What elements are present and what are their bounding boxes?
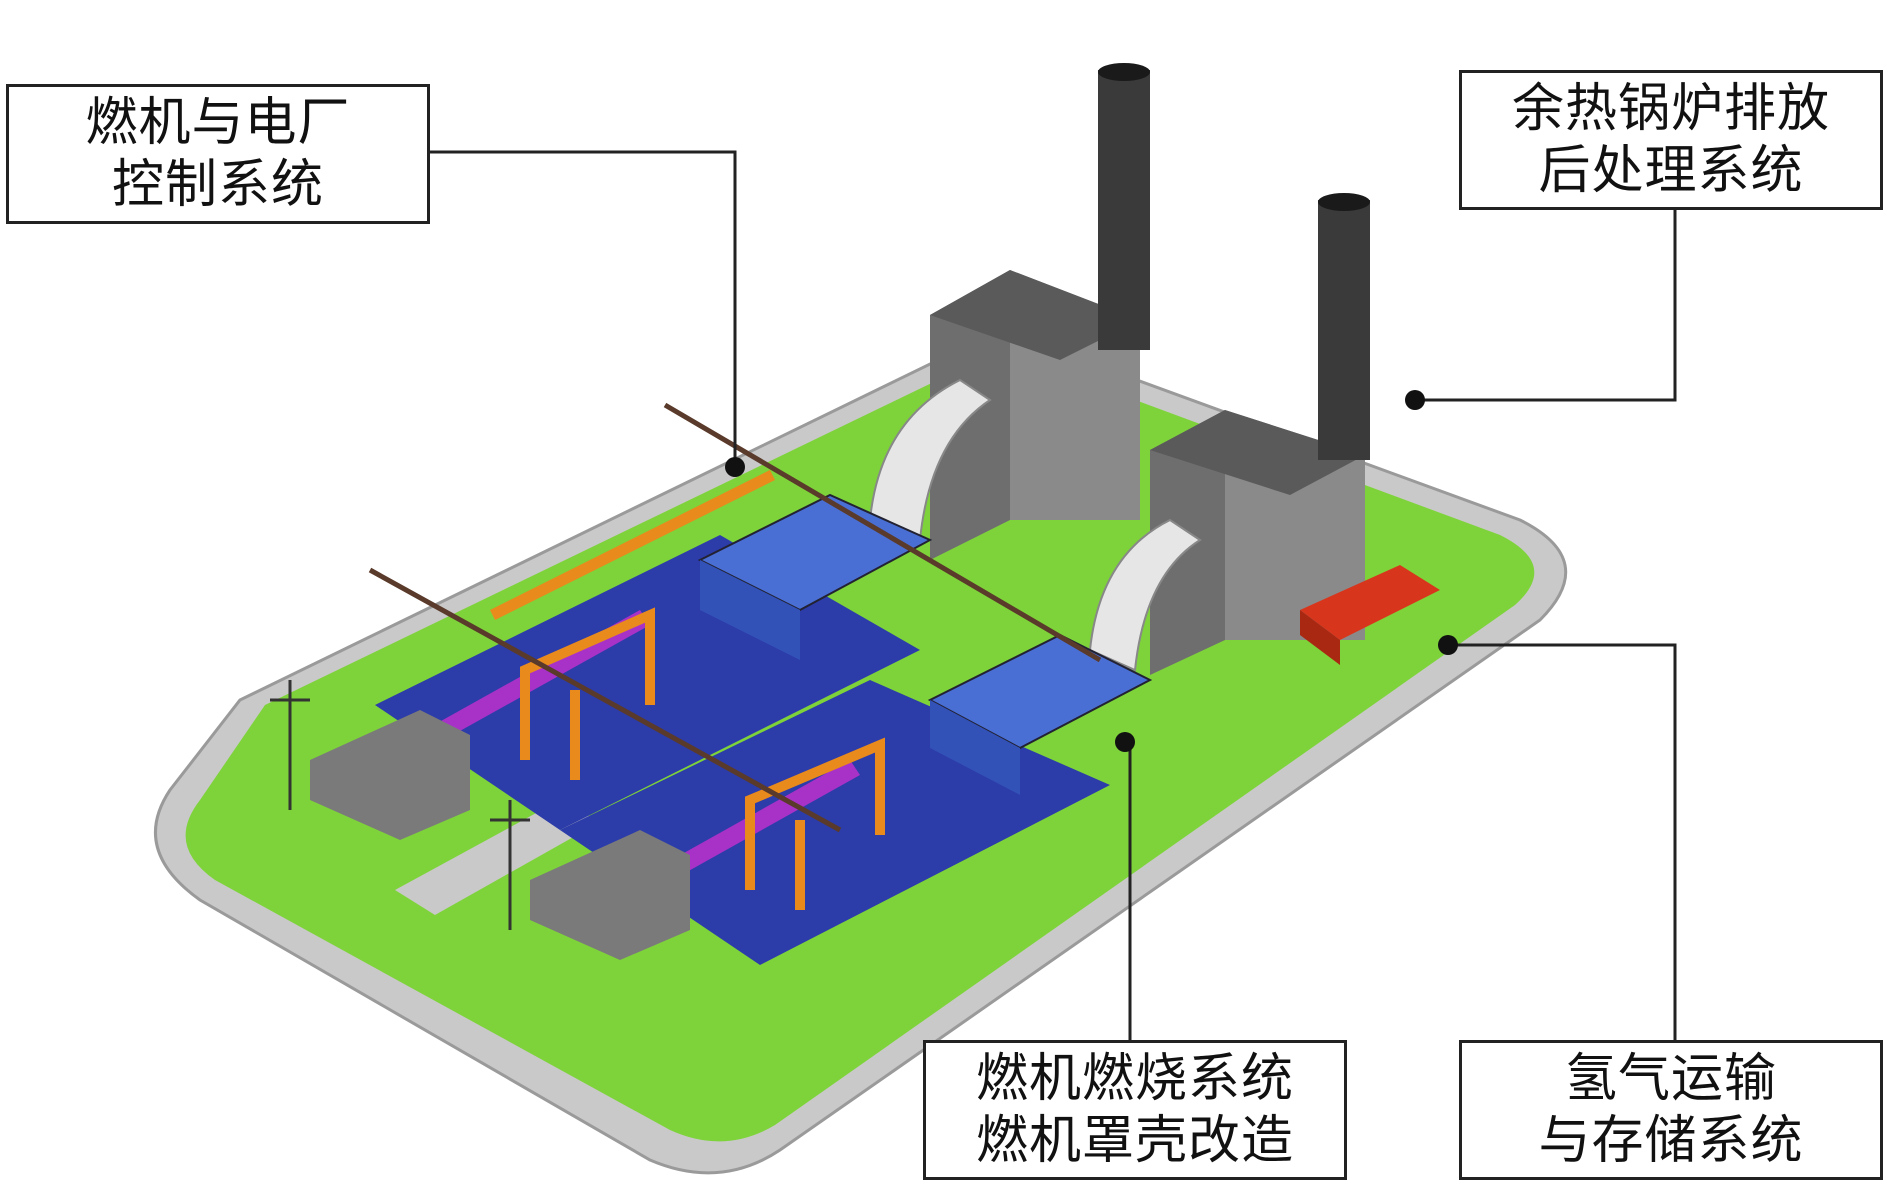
stack-lower-top bbox=[1318, 193, 1370, 211]
cable-upper bbox=[663, 402, 1102, 663]
label-combustion-line2: 燃机罩壳改造 bbox=[975, 1111, 1294, 1171]
hrsg-upper-top bbox=[930, 270, 1140, 360]
label-exhaust-line1: 余热锅炉排放 bbox=[1511, 79, 1830, 139]
hydrogen-rack bbox=[1300, 565, 1440, 640]
stack-upper-top bbox=[1098, 63, 1150, 81]
crane-upper bbox=[520, 607, 655, 780]
transformer-upper bbox=[310, 710, 470, 840]
leader-lines bbox=[430, 150, 1677, 1040]
turbine-upper-body bbox=[700, 560, 800, 660]
cable-lower bbox=[368, 567, 842, 833]
label-combustion-system: 燃机燃烧系统 燃机罩壳改造 bbox=[923, 1040, 1347, 1180]
label-hydrogen-system: 氢气运输 与存储系统 bbox=[1459, 1040, 1883, 1180]
label-hydrogen-line2: 与存储系统 bbox=[1538, 1111, 1804, 1171]
leader-dot-exhaust bbox=[1405, 390, 1425, 410]
hydrogen-rack-side bbox=[1300, 610, 1340, 665]
label-control-line1: 燃机与电厂 bbox=[85, 93, 351, 153]
leader-dot-combustion bbox=[1115, 732, 1135, 752]
label-exhaust-line2: 后处理系统 bbox=[1538, 141, 1804, 201]
duct-lower bbox=[1088, 518, 1202, 672]
turbine-lower-body bbox=[930, 700, 1020, 795]
leader-dot-control bbox=[725, 457, 745, 477]
inner-road bbox=[395, 800, 600, 915]
crane-lower bbox=[745, 737, 885, 910]
label-exhaust-treatment: 余热锅炉排放 后处理系统 bbox=[1459, 70, 1883, 210]
duct-upper bbox=[868, 378, 992, 542]
label-combustion-line1: 燃机燃烧系统 bbox=[975, 1049, 1294, 1109]
label-control-system: 燃机与电厂 控制系统 bbox=[6, 84, 430, 224]
label-control-line2: 控制系统 bbox=[111, 155, 324, 215]
transformer-lower bbox=[530, 830, 690, 960]
power-tower bbox=[270, 680, 530, 930]
leader-dot-hydrogen bbox=[1438, 635, 1458, 655]
stack-lower bbox=[1318, 200, 1370, 460]
pipe-orange bbox=[490, 470, 775, 620]
hrsg-lower-top bbox=[1150, 410, 1365, 495]
label-hydrogen-line1: 氢气运输 bbox=[1564, 1049, 1777, 1109]
stack-upper bbox=[1098, 70, 1150, 350]
